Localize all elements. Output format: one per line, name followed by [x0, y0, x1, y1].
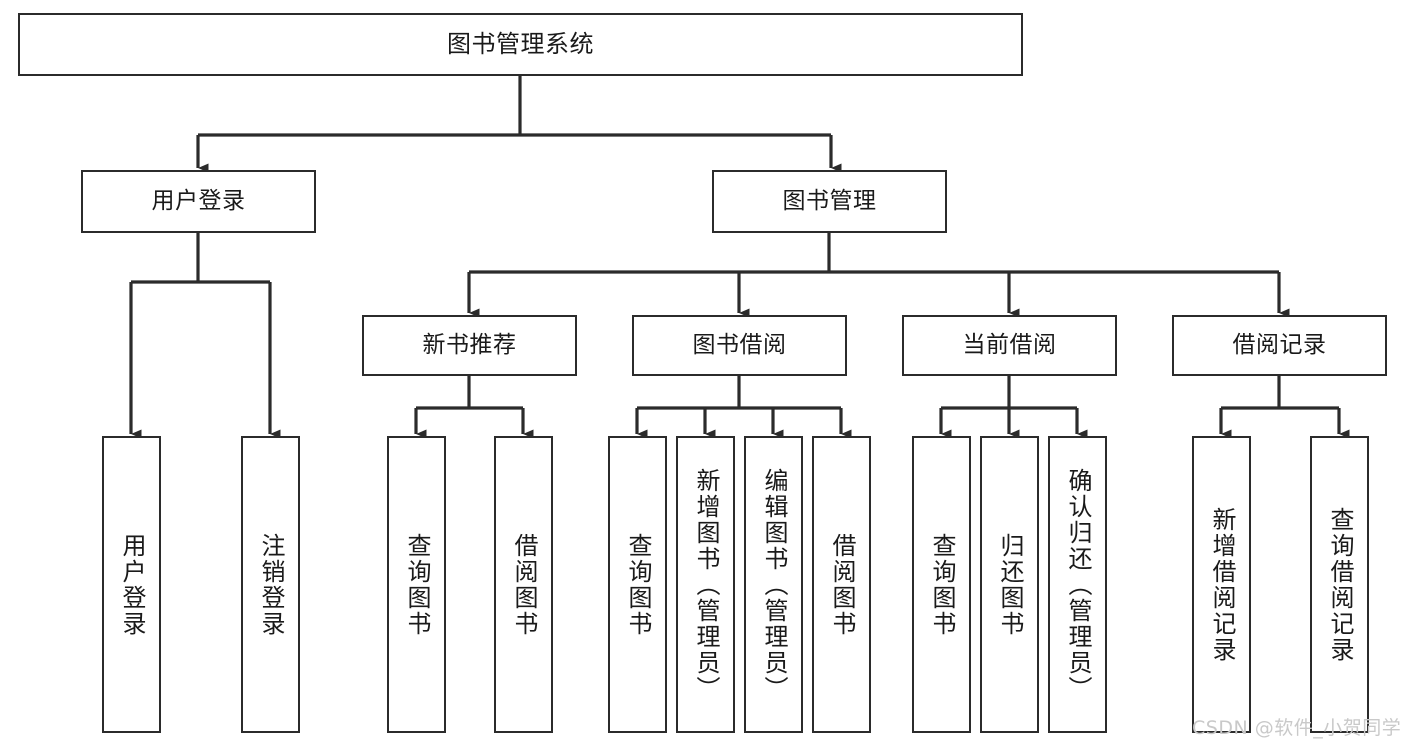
node-label: 用户登录 — [117, 532, 146, 637]
node-label: 确认归还（管理员） — [1063, 467, 1092, 702]
node-label: 图书管理 — [782, 188, 877, 215]
node-leaf-borrow-borrow-book[interactable]: 借阅图书 — [812, 436, 871, 733]
node-label: 归还图书 — [995, 532, 1024, 637]
node-label: 查询图书 — [402, 532, 431, 637]
node-label: 借阅图书 — [827, 532, 856, 637]
node-label: 图书管理系统 — [447, 29, 594, 58]
node-book-management[interactable]: 图书管理 — [712, 170, 947, 233]
node-label: 查询借阅记录 — [1325, 506, 1354, 663]
node-user-login[interactable]: 用户登录 — [81, 170, 316, 233]
node-label: 新书推荐 — [422, 332, 517, 359]
node-label: 借阅记录 — [1232, 332, 1327, 359]
node-book-borrow[interactable]: 图书借阅 — [632, 315, 847, 376]
node-leaf-borrow-add-book-admin[interactable]: 新增图书（管理员） — [676, 436, 735, 733]
node-leaf-recommend-borrow-book[interactable]: 借阅图书 — [494, 436, 553, 733]
node-label: 查询图书 — [623, 532, 652, 637]
node-label: 当前借阅 — [962, 332, 1057, 359]
node-new-book-recommend[interactable]: 新书推荐 — [362, 315, 577, 376]
node-label: 借阅图书 — [509, 532, 538, 637]
node-borrow-record[interactable]: 借阅记录 — [1172, 315, 1387, 376]
node-leaf-record-add-record[interactable]: 新增借阅记录 — [1192, 436, 1251, 733]
node-leaf-current-query-book[interactable]: 查询图书 — [912, 436, 971, 733]
node-leaf-user-login-login[interactable]: 用户登录 — [102, 436, 161, 733]
node-leaf-current-return-book[interactable]: 归还图书 — [980, 436, 1039, 733]
node-label: 新增图书（管理员） — [691, 467, 720, 702]
node-leaf-record-query-record[interactable]: 查询借阅记录 — [1310, 436, 1369, 733]
node-current-borrow[interactable]: 当前借阅 — [902, 315, 1117, 376]
node-label: 新增借阅记录 — [1207, 506, 1236, 663]
node-label: 图书借阅 — [692, 332, 787, 359]
node-label: 用户登录 — [151, 188, 246, 215]
node-root-book-management-system[interactable]: 图书管理系统 — [18, 13, 1023, 76]
node-label: 注销登录 — [256, 532, 285, 637]
node-leaf-user-login-logout[interactable]: 注销登录 — [241, 436, 300, 733]
node-leaf-recommend-query-book[interactable]: 查询图书 — [387, 436, 446, 733]
node-label: 编辑图书（管理员） — [759, 467, 788, 702]
node-label: 查询图书 — [927, 532, 956, 637]
node-leaf-borrow-edit-book-admin[interactable]: 编辑图书（管理员） — [744, 436, 803, 733]
node-leaf-current-confirm-return-admin[interactable]: 确认归还（管理员） — [1048, 436, 1107, 733]
node-leaf-borrow-query-book[interactable]: 查询图书 — [608, 436, 667, 733]
